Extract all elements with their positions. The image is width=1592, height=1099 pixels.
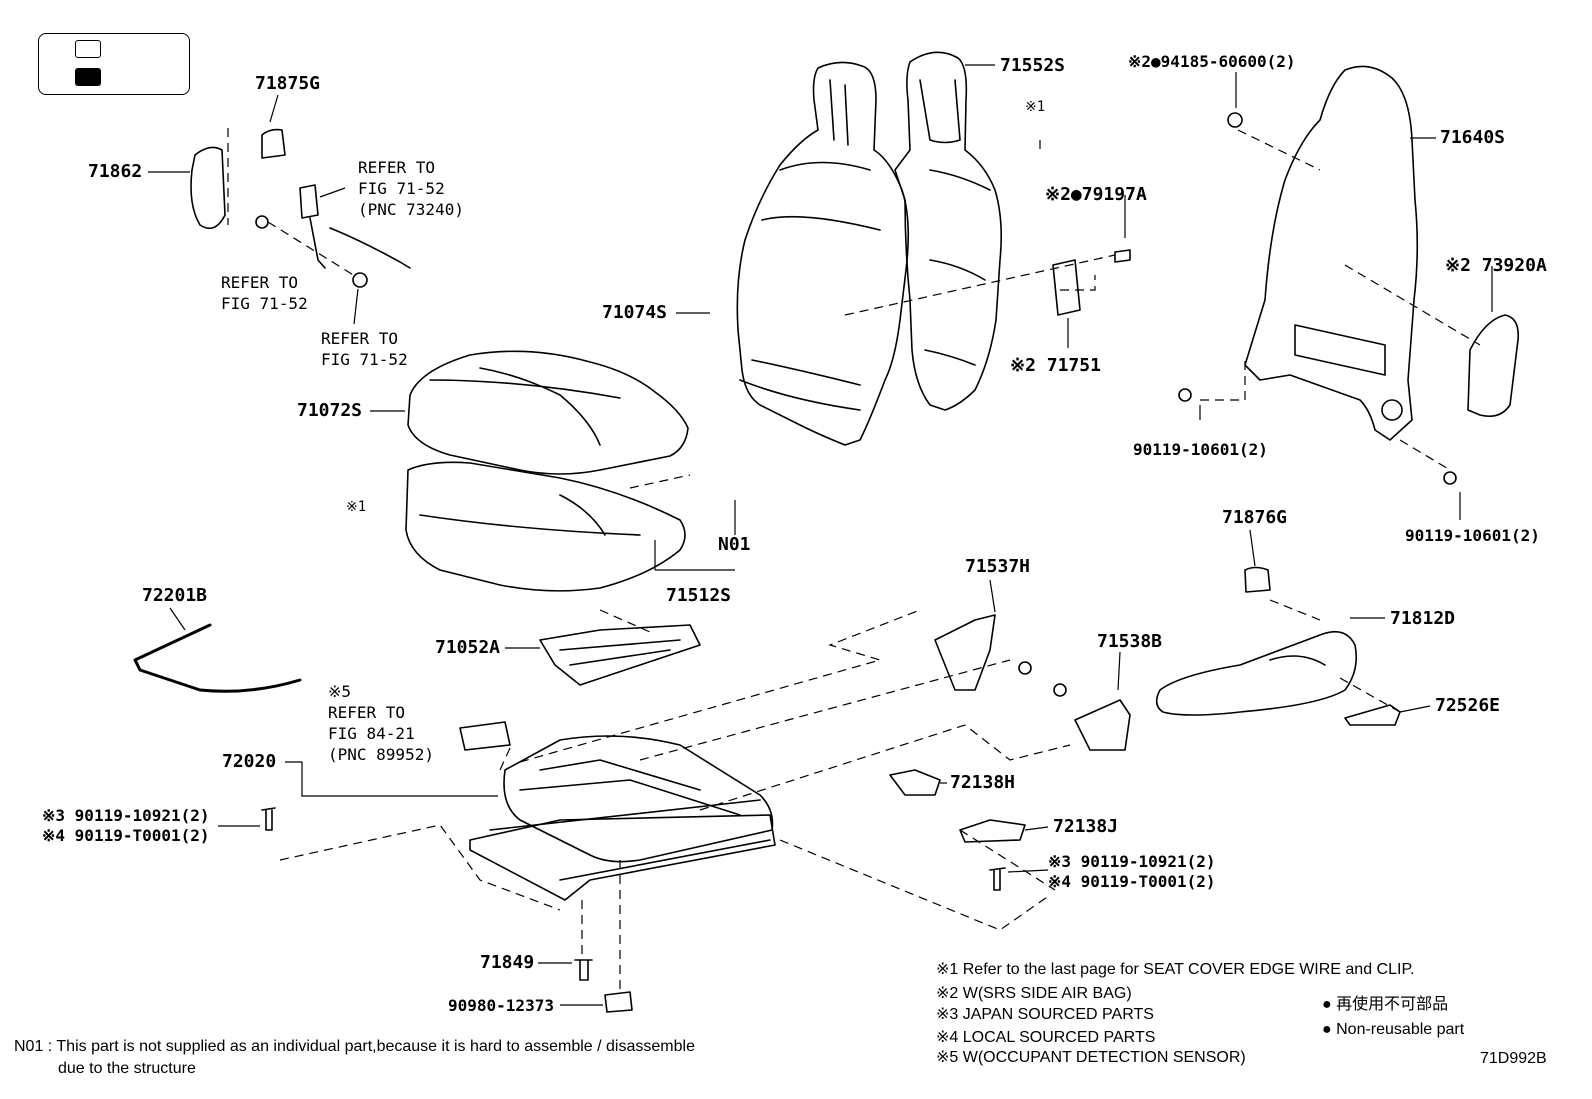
- note-line: ※3 JAPAN SOURCED PARTS: [936, 1006, 1154, 1023]
- bracket-72138H-drawing: [889, 769, 941, 796]
- part-label[interactable]: 90119-10601(2): [1405, 526, 1540, 545]
- cover-71862-drawing: [190, 146, 226, 230]
- seat-cushion-drawing: [405, 350, 689, 592]
- part-label[interactable]: 90119-10601(2): [1133, 440, 1268, 459]
- bolt-left-drawing: [261, 807, 276, 831]
- clip-71875G-drawing: [261, 128, 286, 159]
- part-label[interactable]: N01: [718, 534, 751, 555]
- part-label[interactable]: 72138H: [950, 772, 1016, 793]
- part-label: ※1: [1025, 99, 1046, 115]
- part-label[interactable]: 71640S: [1440, 127, 1506, 148]
- note-line: ※2 W(SRS SIDE AIR BAG): [936, 985, 1132, 1002]
- legend-black-swatch: [75, 68, 101, 86]
- side-panel-drawing: [1155, 630, 1358, 716]
- bolt-71849-drawing: [574, 959, 593, 981]
- diagram-code: 71D992B: [1480, 1050, 1547, 1067]
- bracket-72138J-drawing: [959, 819, 1026, 843]
- cover-72526E-drawing: [1344, 704, 1401, 726]
- bolt-top-drawing: [1114, 249, 1131, 263]
- part-label[interactable]: 71812D: [1390, 608, 1456, 629]
- part-label[interactable]: 71052A: [435, 637, 501, 658]
- seatback-cover-drawing: [736, 51, 1003, 446]
- refer-to-label[interactable]: REFER TO FIG 71-52 (PNC 73240): [358, 158, 464, 219]
- note-line: ※5 W(OCCUPANT DETECTION SENSOR): [936, 1049, 1246, 1066]
- part-label[interactable]: 72020: [222, 751, 277, 772]
- cap-90980-drawing: [604, 991, 633, 1013]
- bracket-71751-drawing: [1052, 259, 1081, 316]
- part-label: ※1: [346, 499, 367, 515]
- part-label[interactable]: 72138J: [1053, 816, 1119, 837]
- part-label[interactable]: ※2 71751: [1010, 355, 1101, 376]
- part-label[interactable]: 71849: [480, 952, 535, 973]
- part-label[interactable]: ※2●94185-60600(2): [1128, 52, 1296, 71]
- color-legend-box: [38, 33, 190, 95]
- seatback-frame-drawing: [1244, 65, 1419, 441]
- part-label[interactable]: 71074S: [602, 302, 668, 323]
- seat-spring-drawing: [539, 624, 701, 686]
- part-label[interactable]: 90980-12373: [448, 996, 554, 1015]
- part-label[interactable]: ※3 90119-10921(2): [1048, 852, 1216, 871]
- part-label[interactable]: ※2●79197A: [1045, 184, 1147, 205]
- footnote-n01: N01 : This part is not supplied as an in…: [14, 1038, 695, 1055]
- bracket-71538B-drawing: [1074, 699, 1131, 751]
- bracket-71537H-drawing: [934, 614, 996, 691]
- part-label[interactable]: 71875G: [255, 73, 321, 94]
- legend-white-swatch: [75, 40, 101, 58]
- footnote-n01-cont: due to the structure: [58, 1060, 196, 1077]
- connector-drawing: [459, 721, 511, 751]
- part-label[interactable]: 72201B: [142, 585, 208, 606]
- part-label[interactable]: 71512S: [666, 585, 732, 606]
- part-label[interactable]: 71538B: [1097, 631, 1163, 652]
- note-line: ※1 Refer to the last page for SEAT COVER…: [936, 961, 1415, 978]
- part-label[interactable]: ※4 90119-T0001(2): [1048, 872, 1216, 891]
- part-label[interactable]: 71862: [88, 161, 143, 182]
- part-label[interactable]: 71072S: [297, 400, 363, 421]
- side-airbag-drawing: [1467, 314, 1520, 418]
- part-label[interactable]: ※4 90119-T0001(2): [42, 826, 210, 845]
- part-label[interactable]: 71537H: [965, 556, 1031, 577]
- part-label[interactable]: 71876G: [1222, 507, 1288, 528]
- refer-to-label[interactable]: REFER TO FIG 71-52: [321, 329, 408, 369]
- bolt-right-drawing: [989, 867, 1006, 891]
- legend-nonreusable-jp: ● 再使用不可部品: [1322, 996, 1449, 1013]
- part-label[interactable]: 72526E: [1435, 695, 1501, 716]
- part-label[interactable]: ※3 90119-10921(2): [42, 806, 210, 825]
- clip-71876G-drawing: [1244, 566, 1271, 593]
- belt-buckle-drawing: [299, 184, 411, 269]
- legend-nonreusable-en: ● Non-reusable part: [1322, 1021, 1465, 1038]
- wire-72201B-drawing: [133, 623, 302, 693]
- note-line: ※4 LOCAL SOURCED PARTS: [936, 1029, 1156, 1046]
- part-label[interactable]: ※2 73920A: [1445, 255, 1547, 276]
- refer-to-label[interactable]: ※5 REFER TO FIG 84-21 (PNC 89952): [328, 682, 434, 764]
- refer-to-label[interactable]: REFER TO FIG 71-52: [221, 273, 308, 313]
- part-label[interactable]: 71552S: [1000, 55, 1066, 76]
- seat-frame-drawing: [469, 735, 776, 901]
